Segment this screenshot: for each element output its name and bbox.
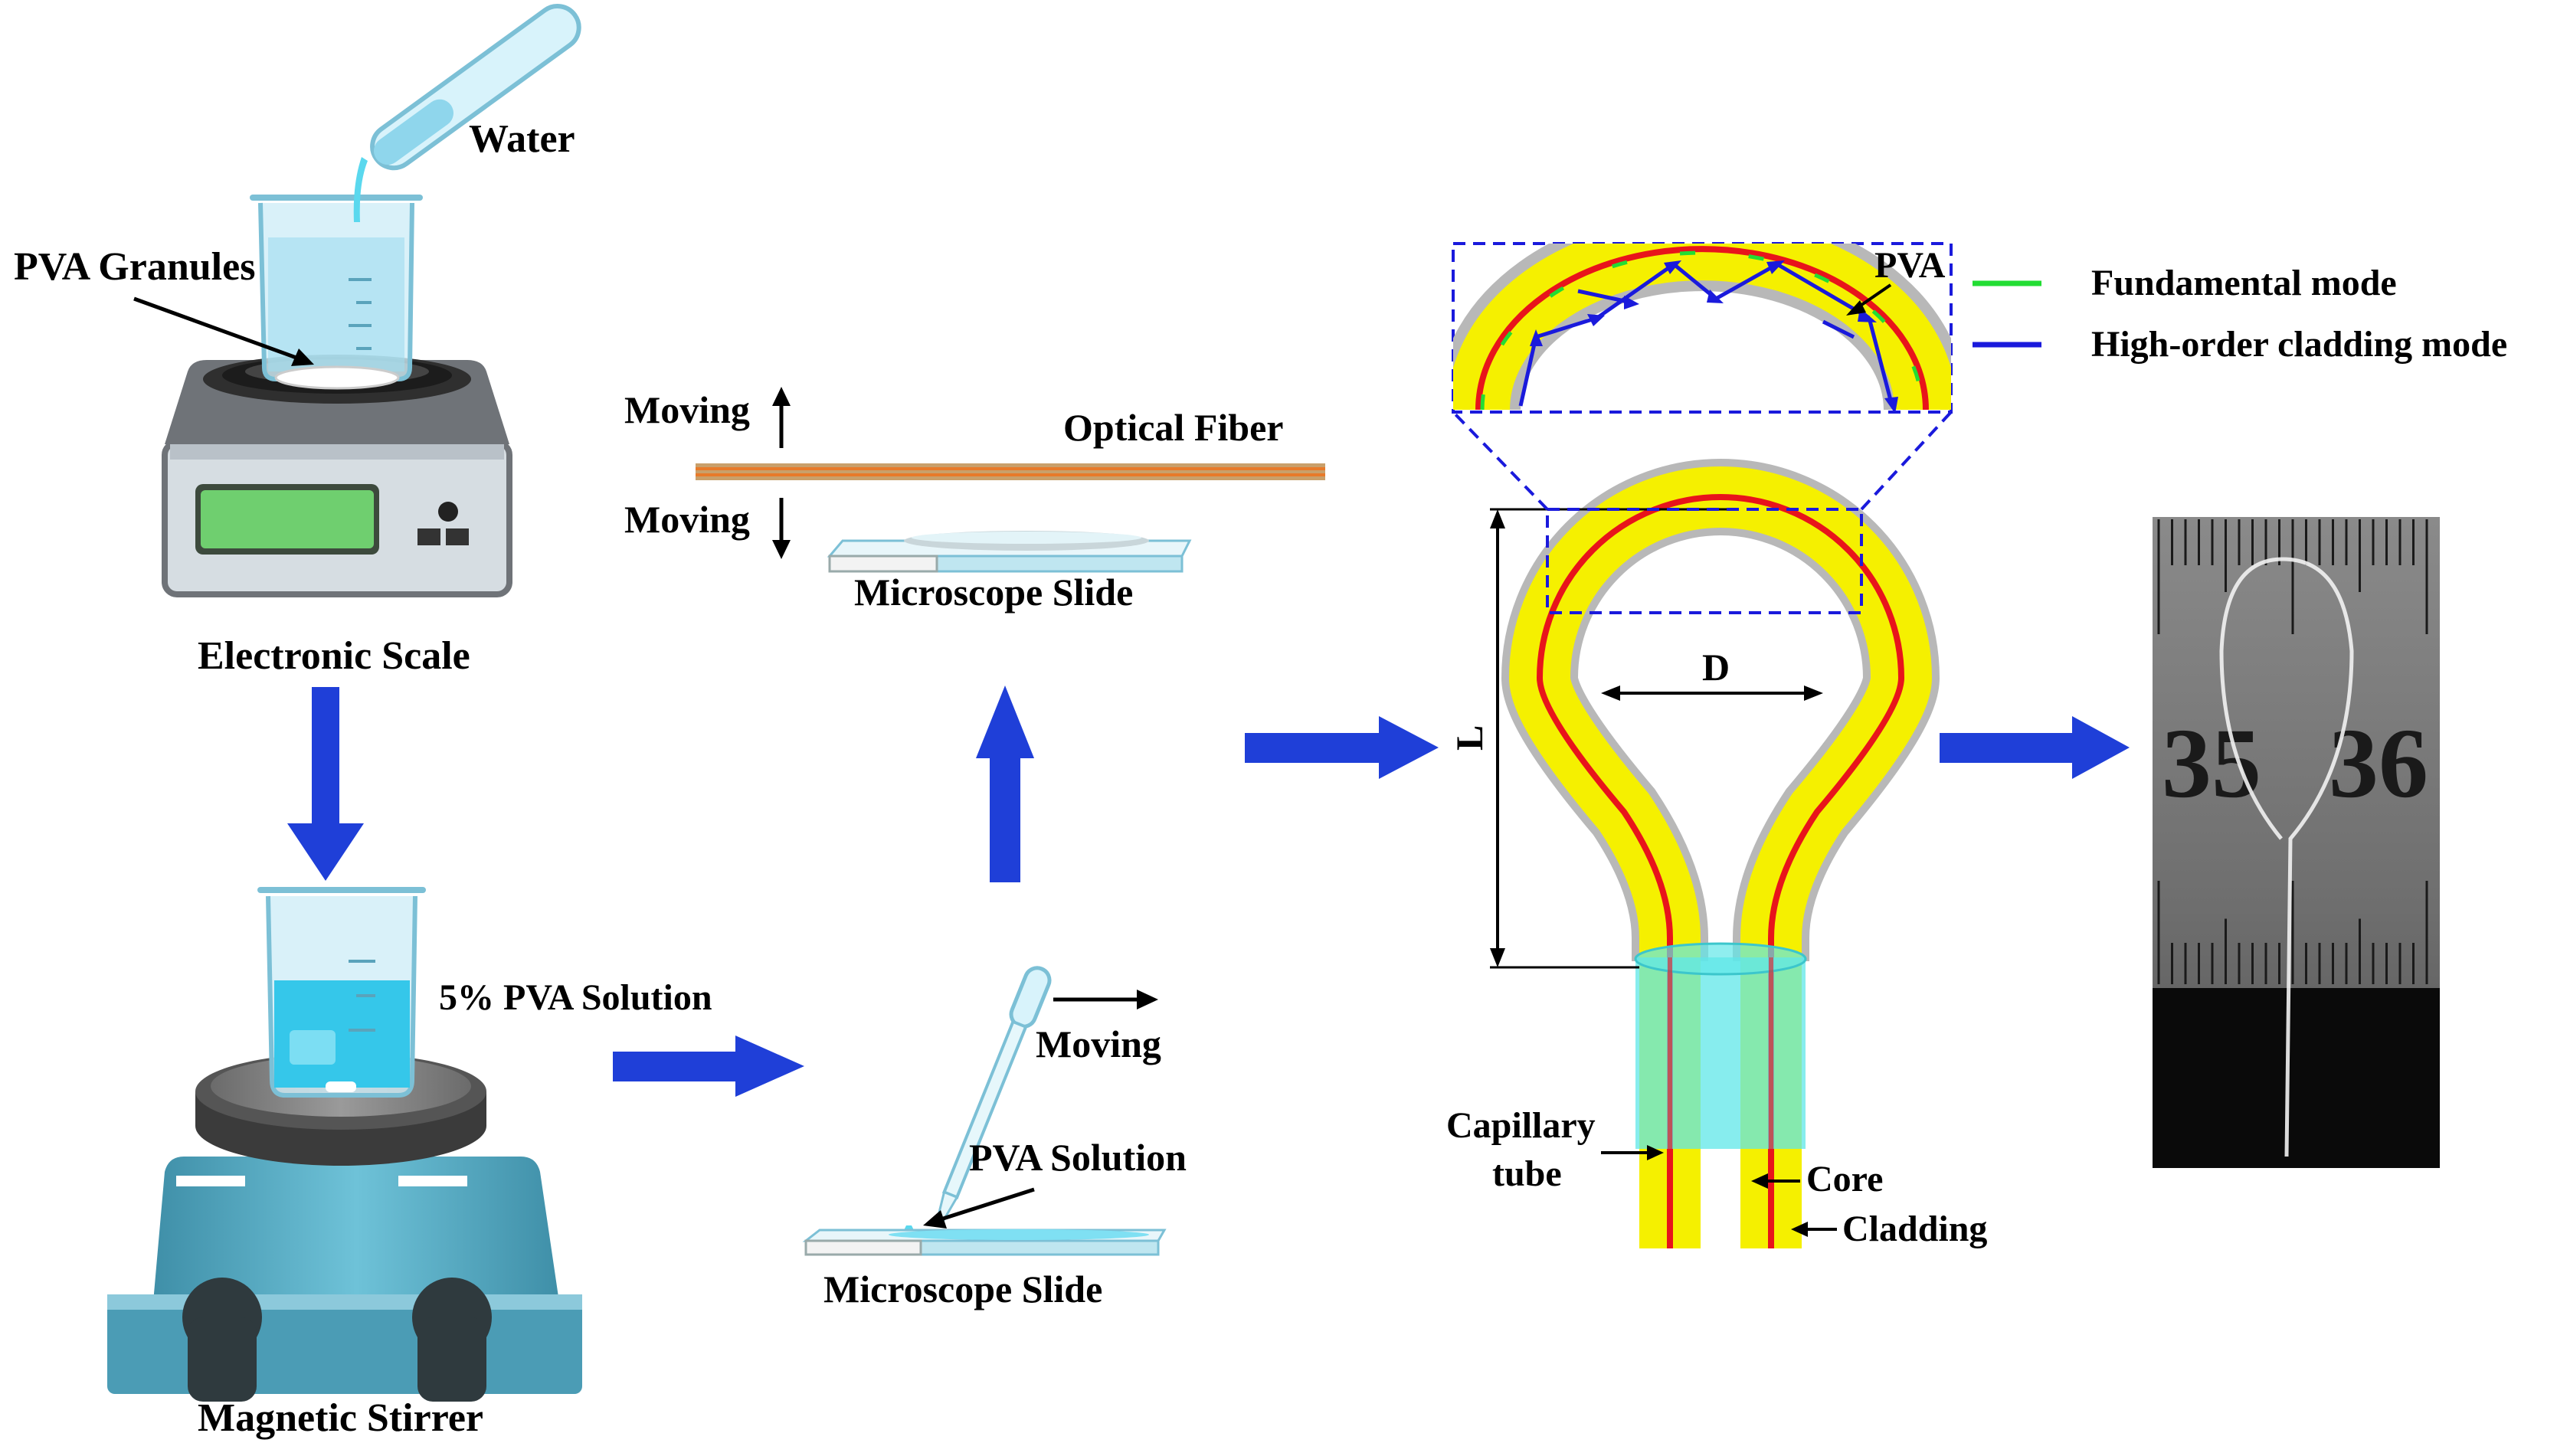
zoom-inset [1452,242,1953,414]
flow-arrow-down [287,687,364,881]
pva-solution-label: PVA Solution [969,1136,1187,1179]
ruler-35-label: 35 [2162,708,2261,819]
moving-right-label: Moving [1036,1022,1161,1065]
beaker-icon [250,195,423,390]
legend-label: High-order cladding mode [2091,324,2507,365]
flow-arrow-right [1940,716,2130,779]
microscope-slide-icon [827,531,1192,573]
pva-solution-5-label: 5% PVA Solution [439,977,712,1018]
capillary-label: Capillary [1446,1105,1596,1146]
legend: Fundamental mode High-order cladding mod… [1973,263,2507,365]
fiber-loop-diagram [1501,459,1940,1248]
flow-arrow-right [1245,716,1439,779]
ruler-photo: 35 36 [2153,517,2440,1168]
core-label: Core [1806,1159,1883,1199]
microscope-slide-top-label: Microscope Slide [854,571,1133,613]
pva-loop-photo [2219,557,2354,1157]
water-label: Water [469,117,575,161]
optical-fiber-icon [696,463,1325,480]
test-tube-icon [353,4,581,222]
dim-l-label: L [1448,725,1491,751]
moving-down-label: Moving [624,498,750,541]
moving-up-label: Moving [624,388,750,431]
pva-solution-pointer [938,1187,1035,1222]
optical-fiber-label: Optical Fiber [1063,406,1283,449]
microscope-slide-bottom-label: Microscope Slide [823,1268,1102,1310]
flow-arrow-right [613,1036,804,1097]
electronic-scale-icon [162,355,512,597]
flow-arrow-up [976,685,1034,882]
magnetic-stirrer-label: Magnetic Stirrer [198,1396,483,1440]
dim-d-label: D [1702,646,1730,689]
capillary-label-2: tube [1492,1153,1562,1194]
zoom-region [1546,508,1863,614]
beaker-icon [257,887,426,1098]
legend-label: Fundamental mode [2091,263,2397,303]
electronic-scale-label: Electronic Scale [198,634,470,678]
pva-granules-pointer [133,296,303,362]
magnetic-stirrer-icon [107,1053,582,1402]
microscope-slide-icon [802,1229,1167,1256]
pva-label: PVA [1874,245,1946,286]
pva-granules-label: PVA Granules [14,245,255,289]
cladding-label: Cladding [1842,1209,1987,1249]
